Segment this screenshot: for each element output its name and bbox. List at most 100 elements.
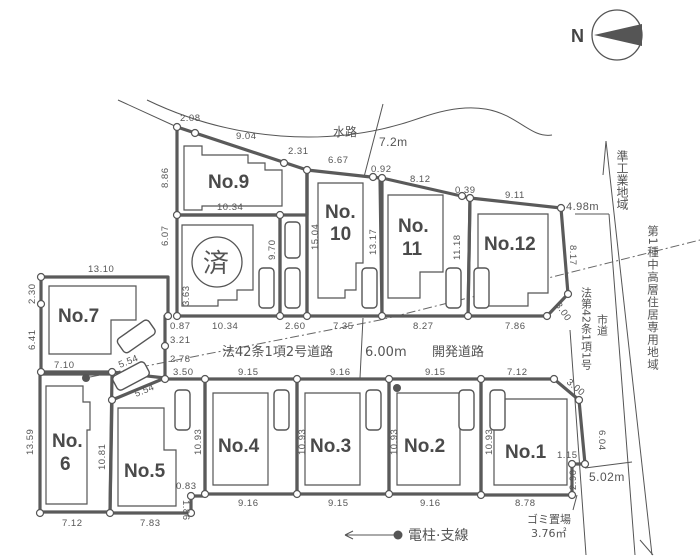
lot-12-boundary: [466, 196, 570, 318]
car-icon: [473, 267, 490, 309]
garbage-leader-line: [572, 494, 578, 511]
waterway-bank: [117, 99, 178, 128]
svg-text:10.93: 10.93: [297, 429, 308, 455]
road-type: 開発道路: [432, 344, 484, 360]
legend-arrow-icon: [344, 530, 354, 540]
svg-text:9.15: 9.15: [328, 498, 349, 509]
svg-text:7.83: 7.83: [140, 518, 161, 529]
svg-text:8.27: 8.27: [413, 321, 434, 332]
lot-4-label: No.4: [218, 436, 260, 457]
legend-utility-pole: 電柱·支線: [344, 528, 468, 544]
compass-n-label: N: [571, 26, 584, 46]
lot-3-house: [304, 392, 361, 486]
svg-text:13.17: 13.17: [368, 229, 379, 255]
svg-text:2.31: 2.31: [288, 146, 309, 157]
svg-text:10.93: 10.93: [484, 429, 495, 455]
city-road-edge: [608, 213, 636, 556]
svg-text:2.78: 2.78: [170, 354, 191, 365]
lot-9-house: [183, 145, 283, 211]
svg-text:2.08: 2.08: [180, 113, 201, 124]
waterway-label: 水路: [333, 124, 357, 139]
svg-text:6.67: 6.67: [328, 155, 349, 166]
lot-7-label: No.7: [58, 306, 99, 327]
lot-10-label-b: 10: [330, 224, 351, 245]
svg-text:3.00: 3.00: [553, 300, 574, 323]
city-road-designation: 法第42条1項1号: [580, 286, 593, 371]
lot-6-house: [45, 385, 91, 505]
svg-text:8.17: 8.17: [567, 245, 578, 266]
svg-text:5.02m: 5.02m: [589, 470, 625, 484]
svg-text:7.86: 7.86: [505, 321, 526, 332]
svg-text:0.87: 0.87: [170, 321, 191, 332]
svg-text:10.34: 10.34: [212, 321, 238, 332]
road-width-line: [584, 461, 633, 469]
lot-1-label: No.1: [505, 442, 547, 463]
car-icon: [273, 389, 290, 431]
svg-text:9.16: 9.16: [238, 498, 259, 509]
svg-text:10.81: 10.81: [97, 444, 108, 470]
lot-5-label: No.5: [124, 461, 166, 482]
svg-text:9.15: 9.15: [238, 367, 259, 378]
sold-label: 済: [203, 249, 229, 279]
svg-text:15.04: 15.04: [310, 224, 321, 250]
lot-11-label-b: 11: [402, 239, 423, 260]
zone-south-label: 第1種中高層住居専用地域: [646, 224, 660, 371]
svg-text:9.11: 9.11: [505, 190, 525, 201]
svg-text:6.07: 6.07: [160, 226, 171, 247]
utility-pole-icon: [393, 530, 403, 540]
lot-5-house: [117, 407, 177, 507]
car-icon: [458, 389, 475, 431]
boundary-markers: [35, 122, 590, 518]
svg-text:0.92: 0.92: [371, 164, 392, 175]
car-icon: [174, 389, 191, 431]
lot-6-label-a: No.: [52, 431, 83, 452]
svg-text:9.15: 9.15: [425, 367, 446, 378]
svg-text:9.16: 9.16: [330, 367, 351, 378]
svg-text:5.54: 5.54: [133, 382, 156, 400]
lot-4-house: [212, 392, 269, 486]
car-icon: [361, 267, 378, 309]
svg-text:7.12: 7.12: [507, 367, 528, 378]
waterway-width: 7.2m: [379, 135, 408, 149]
car-icon: [258, 267, 275, 309]
city-road-edge: [569, 329, 587, 556]
svg-text:8.78: 8.78: [515, 498, 536, 509]
svg-text:8.12: 8.12: [410, 174, 431, 185]
car-icon: [284, 221, 301, 259]
svg-text:2.90: 2.90: [568, 470, 579, 491]
north-compass: N: [571, 9, 643, 61]
city-road-label: 市道: [596, 313, 609, 336]
waterway-edge: [146, 99, 553, 138]
zone-arrow: [639, 539, 654, 556]
zone-arrow: [602, 140, 607, 176]
svg-text:7.10: 7.10: [54, 360, 75, 371]
lot-10-label-a: No.: [325, 202, 356, 223]
lot-3-label: No.3: [310, 436, 351, 457]
lot-10-house: [317, 182, 364, 299]
svg-text:11.18: 11.18: [452, 234, 463, 260]
waterway-width-arrow: [363, 103, 384, 178]
sold-marker: [191, 236, 243, 288]
svg-text:10.93: 10.93: [389, 429, 400, 455]
lot-6-label-b: 6: [60, 454, 71, 475]
lot-2-label: No.2: [404, 436, 445, 457]
car-icon: [445, 267, 462, 309]
svg-text:9.04: 9.04: [236, 131, 257, 142]
svg-text:10.34: 10.34: [217, 202, 243, 213]
lot-2-house: [396, 392, 461, 486]
svg-text:0.83: 0.83: [176, 481, 197, 492]
road-width-marker: [359, 317, 364, 379]
svg-text:2.30: 2.30: [27, 284, 38, 305]
lot-11-label-a: No.: [398, 216, 429, 237]
svg-text:1.15: 1.15: [557, 450, 578, 461]
svg-text:1.86: 1.86: [180, 500, 191, 521]
svg-text:7.35: 7.35: [333, 321, 354, 332]
lot-7-house: [48, 285, 137, 355]
legend-pole-label: 電柱·支線: [408, 528, 468, 544]
garbage-station-label: ゴミ置場: [527, 512, 571, 526]
car-icon: [284, 267, 301, 309]
road-designation: 法42条1項2号道路: [222, 344, 333, 360]
zone-boundary-line: [89, 239, 700, 378]
lot-12-label: No.12: [484, 234, 536, 255]
